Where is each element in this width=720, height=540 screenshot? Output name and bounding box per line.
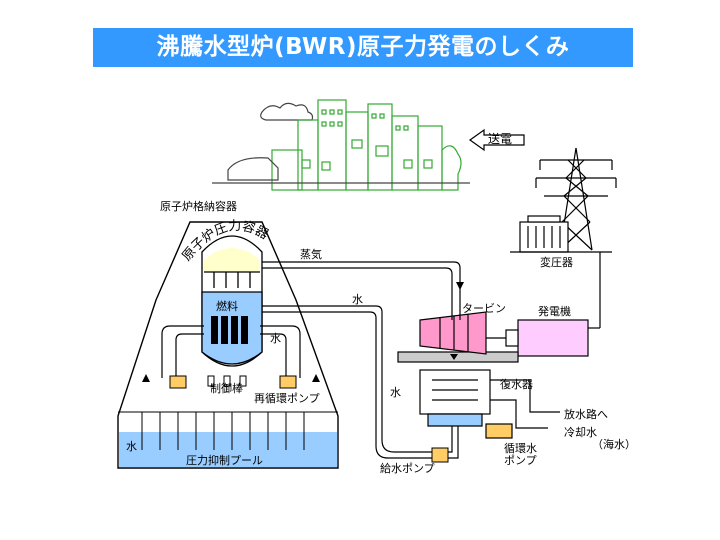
circ-pump-label-1: 循環水 [504, 442, 537, 455]
feed-pump-label: 給水ポンプ [380, 461, 435, 475]
pool-water-label: 水 [126, 440, 137, 453]
feedwater-pump [431, 447, 449, 463]
suppression-pool [118, 411, 338, 467]
control-rod-label: 制御棒 [210, 381, 243, 395]
containment-label: 原子炉格納容器 [160, 199, 237, 213]
core-water-label: 水 [270, 332, 281, 345]
suppression-pool-label: 圧力抑制プール [186, 453, 263, 467]
circ-pump-label-2: ポンプ [504, 454, 537, 467]
transmission-arrow [468, 128, 525, 152]
condenser [419, 369, 560, 429]
condenser-label: 復水器 [500, 378, 533, 391]
transformer-label: 変圧器 [540, 255, 573, 269]
seawater-label: （海水） [592, 437, 636, 451]
steam-label: 蒸気 [300, 247, 322, 261]
turbine [397, 311, 519, 363]
title-banner: 沸騰水型炉(BWR)原子力発電のしくみ [93, 28, 633, 67]
recirculation-loops [161, 325, 301, 378]
cooling-water-label: 冷却水 [564, 426, 597, 439]
transmission-label: 送電 [488, 131, 512, 146]
feedwater-pipe [262, 305, 459, 459]
circulating-water-pump [485, 423, 513, 439]
recirc-pumps [169, 375, 297, 389]
turbine-label: タービン [462, 302, 506, 315]
generator-label: 発電機 [538, 304, 571, 318]
fuel-rods [211, 316, 248, 344]
recirc-pump-label: 再循環ポンプ [254, 392, 320, 405]
flow-arrows [142, 282, 464, 382]
steam-pipe [262, 261, 461, 320]
fuel-label: 燃料 [216, 299, 238, 313]
discharge-label: 放水路へ [564, 407, 608, 421]
transmission-tower [535, 147, 617, 251]
left-water-label: 水 [390, 386, 401, 399]
generator [505, 252, 601, 357]
transformer [510, 215, 612, 253]
page-title: 沸騰水型炉(BWR)原子力発電のしくみ [156, 34, 570, 60]
top-water-label: 水 [352, 293, 363, 306]
city-illustration [212, 99, 470, 191]
